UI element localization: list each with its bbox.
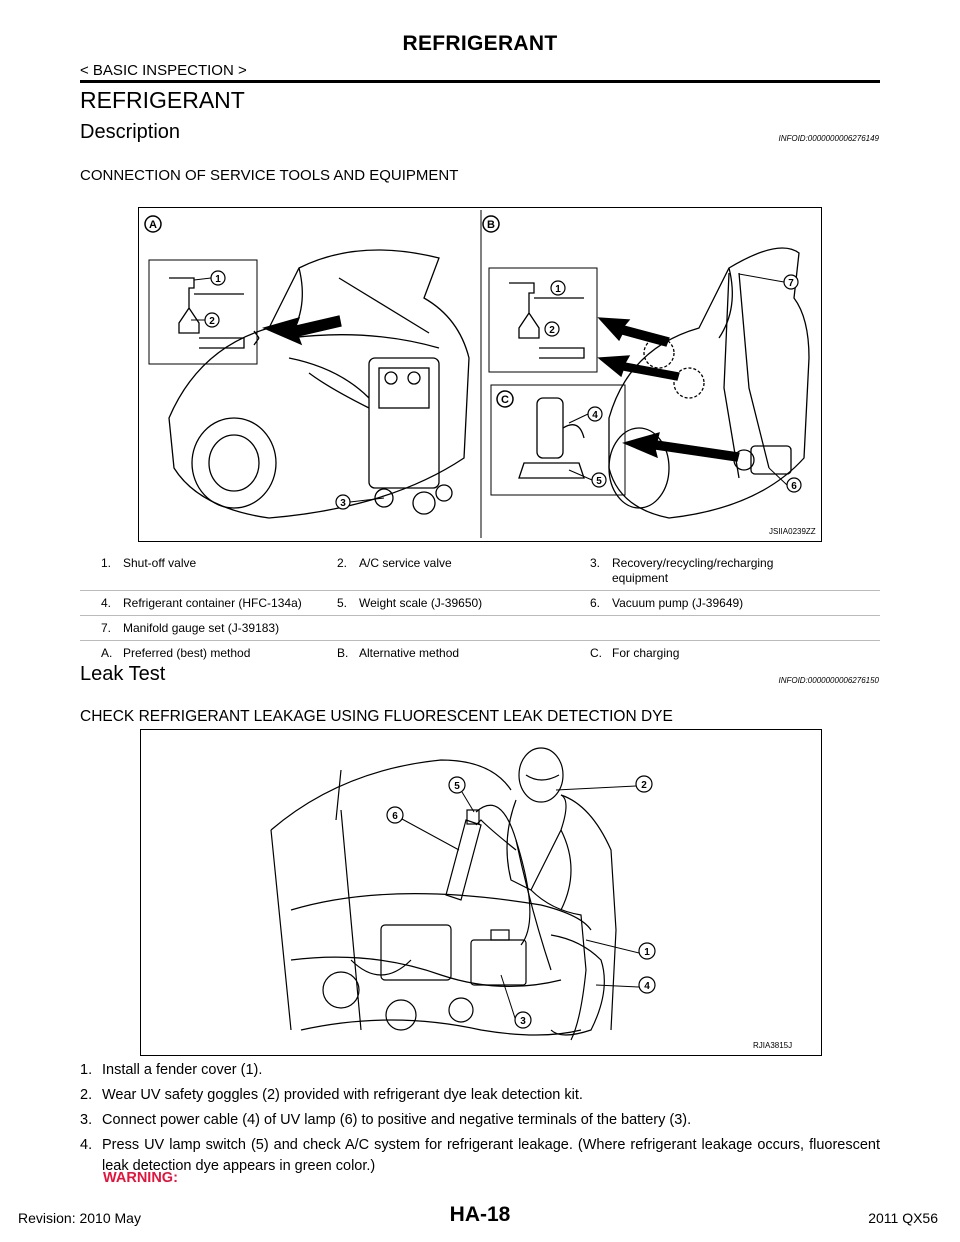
legend-text: Shut-off valve [123, 556, 197, 570]
step-item: 1. Install a fender cover (1). [80, 1060, 880, 1081]
legend-num: B. [337, 646, 349, 660]
callout-2-b: 2 [549, 325, 555, 336]
leak-callout-2: 2 [641, 780, 647, 791]
legend-num: 2. [337, 556, 348, 570]
step-number: 1. [80, 1062, 93, 1078]
legend-row: 4. Refrigerant container (HFC-134a) 5. Wei… [80, 591, 880, 615]
legend-row: 1. Shut-off valve 2. A/C service valve 3. R… [80, 551, 880, 590]
breadcrumb: < BASIC INSPECTION > [80, 62, 247, 79]
legend-row: A. Preferred (best) method B. Alternative … [80, 641, 880, 665]
panel-label-a: A [149, 219, 157, 231]
callout-6: 6 [791, 481, 797, 492]
step-text: Connect power cable (4) of UV lamp (6) t… [102, 1112, 692, 1129]
legend-divider [80, 615, 880, 616]
leak-figure-code: RJIA3815J [753, 1041, 793, 1050]
page-header-title: REFRIGERANT [402, 32, 558, 55]
legend-text: Preferred (best) method [123, 646, 251, 660]
leak-callout-4: 4 [644, 981, 650, 992]
header-divider [80, 80, 880, 83]
description-heading: CONNECTION OF SERVICE TOOLS AND EQUIPMEN… [80, 167, 459, 184]
step-item: 2. Wear UV safety goggles (2) provided wi… [80, 1085, 880, 1106]
legend-row: 7. Manifold gauge set (J-39183) [80, 616, 880, 640]
legend-divider [80, 640, 880, 641]
figure-code: JSIIA0239ZZ [769, 527, 816, 536]
step-number: 4. [80, 1137, 93, 1154]
leak-callout-1: 1 [644, 947, 650, 958]
description-title: Description [80, 121, 181, 143]
step-text: Wear UV safety goggles (2) provided with… [102, 1087, 583, 1104]
legend-num: 1. [101, 556, 112, 570]
footer-revision: Revision: 2010 May [18, 1210, 141, 1226]
step-item: 4. Press UV lamp switch (5) and check A/C… [80, 1135, 880, 1177]
footer-page-number: HA-18 [449, 1203, 511, 1226]
legend-divider [80, 590, 880, 591]
step-text: Install a fender cover (1). [102, 1062, 263, 1078]
legend-text: For charging [612, 646, 680, 660]
legend-text: Vacuum pump (J-39649) [612, 596, 744, 610]
legend-text: Recovery/recycling/recharging equipment [612, 556, 774, 585]
leak-test-steps: 1. Install a fender cover (1). 2. Wear UV … [80, 1060, 880, 1181]
legend-num: 4. [101, 596, 112, 610]
callout-4: 4 [592, 410, 598, 421]
service-tools-figure: A B C 1 2 3 1 2 4 5 6 7 [138, 207, 822, 542]
legend-num: 5. [337, 596, 348, 610]
step-number: 2. [80, 1087, 93, 1104]
panel-label-b: B [487, 219, 495, 231]
description-info-id: INFOID:0000000006276149 [778, 134, 879, 143]
leak-callout-5: 5 [454, 781, 460, 792]
leak-test-info-id: INFOID:0000000006276150 [778, 676, 879, 685]
legend-text: Alternative method [359, 646, 460, 660]
legend-text: Manifold gauge set (J-39183) [123, 621, 280, 635]
legend-num: A. [101, 646, 113, 660]
callout-1-a: 1 [215, 274, 221, 285]
leak-callout-3: 3 [520, 1016, 526, 1027]
leak-detection-figure: 2 1 3 4 5 6 RJIA3815J [140, 729, 822, 1056]
section-title: REFRIGERANT [80, 87, 245, 113]
leak-detection-illustration: 2 1 3 4 5 6 [270, 747, 656, 1041]
legend-table: 1. Shut-off valve 2. A/C service valve 3. R… [80, 551, 880, 665]
legend-text: Weight scale (J-39650) [359, 596, 483, 610]
legend-num: 3. [590, 556, 601, 570]
legend-text: A/C service valve [359, 556, 452, 570]
leak-callout-6: 6 [392, 811, 398, 822]
callout-5: 5 [596, 476, 602, 487]
legend-num: C. [590, 646, 602, 660]
warning-label: WARNING: [103, 1170, 178, 1186]
leak-test-heading: CHECK REFRIGERANT LEAKAGE USING FLUORESC… [80, 708, 673, 725]
footer-model: 2011 QX56 [868, 1210, 938, 1226]
legend-text: Refrigerant container (HFC-134a) [123, 596, 302, 610]
panel-label-c: C [501, 394, 509, 406]
callout-7: 7 [788, 278, 794, 289]
legend-num: 6. [590, 596, 601, 610]
leak-test-title: Leak Test [80, 663, 166, 685]
callout-1-b: 1 [555, 284, 561, 295]
step-text: Press UV lamp switch (5) and check A/C s… [102, 1137, 880, 1175]
step-item: 3. Connect power cable (4) of UV lamp (6)… [80, 1110, 880, 1131]
callout-3: 3 [340, 498, 346, 509]
service-tools-illustration: A B C 1 2 3 1 2 4 5 6 7 [144, 210, 810, 538]
legend-num: 7. [101, 621, 112, 635]
callout-2-a: 2 [209, 316, 215, 327]
step-number: 3. [80, 1112, 93, 1129]
